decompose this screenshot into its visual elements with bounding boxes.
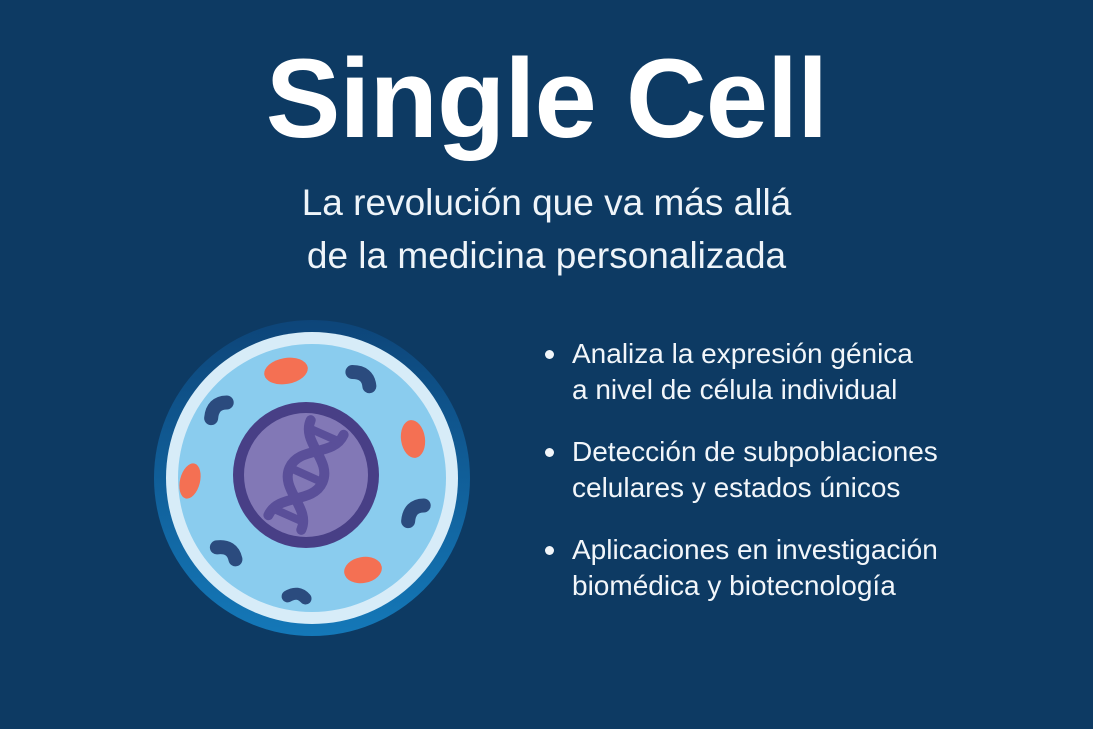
subtitle-line-1: La revolución que va más allá bbox=[301, 182, 792, 223]
subtitle-line-2: de la medicina personalizada bbox=[306, 235, 787, 276]
bullet-dot-icon bbox=[545, 448, 554, 457]
bullet-text-line: Analiza la expresión génica bbox=[572, 338, 913, 369]
dna-rung bbox=[308, 425, 340, 445]
orange-organelle-icon bbox=[344, 556, 382, 584]
dark-organelle-icon bbox=[345, 365, 377, 394]
page-title: Single Cell bbox=[265, 36, 829, 161]
dark-organelle-icon bbox=[209, 540, 243, 567]
bullet-text: Detección de subpoblaciones celulares y … bbox=[572, 434, 938, 506]
dark-organelle-icon bbox=[281, 587, 312, 605]
list-item: Analiza la expresión génica a nivel de c… bbox=[545, 336, 985, 408]
subtitle: La revolución que va más allá de la medi… bbox=[0, 176, 1093, 282]
bullet-text-line: Detección de subpoblaciones bbox=[572, 436, 938, 467]
bullet-dot-icon bbox=[545, 350, 554, 359]
bullet-text-line: Aplicaciones en investigación bbox=[572, 534, 938, 565]
dna-rung bbox=[272, 505, 304, 525]
bullet-text-line: celulares y estados únicos bbox=[572, 472, 901, 503]
list-item: Aplicaciones en investigación biomédica … bbox=[545, 532, 985, 604]
bullet-text-line: a nivel de célula individual bbox=[572, 374, 898, 405]
bullet-text: Analiza la expresión génica a nivel de c… bbox=[572, 336, 913, 408]
dna-strand bbox=[282, 429, 349, 535]
dna-rung bbox=[290, 465, 322, 485]
orange-organelle-icon bbox=[179, 463, 201, 499]
bullet-text-line: biomédica y biotecnología bbox=[572, 570, 896, 601]
list-item: Detección de subpoblaciones celulares y … bbox=[545, 434, 985, 506]
orange-organelle-icon bbox=[400, 420, 426, 458]
dark-organelle-icon bbox=[204, 395, 234, 426]
bullet-text: Aplicaciones en investigación biomédica … bbox=[572, 532, 938, 604]
bullet-list: Analiza la expresión génica a nivel de c… bbox=[545, 336, 985, 630]
bullet-dot-icon bbox=[545, 546, 554, 555]
dark-organelle-icon bbox=[401, 498, 431, 529]
cell-illustration bbox=[154, 320, 470, 636]
orange-organelle-icon bbox=[264, 357, 308, 385]
